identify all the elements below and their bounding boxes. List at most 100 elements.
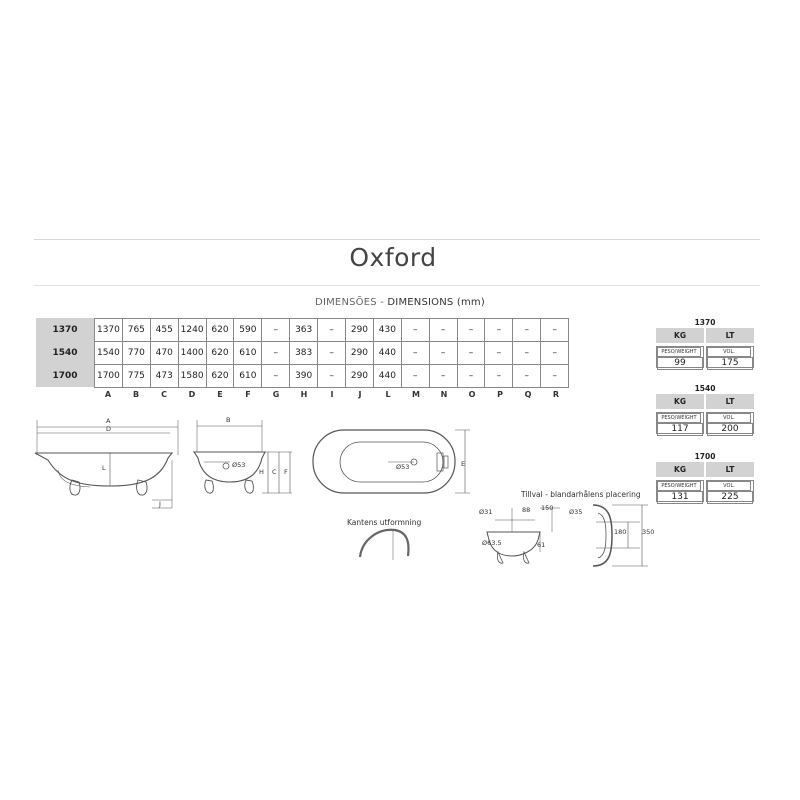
size-label: 1700: [52, 371, 78, 381]
kg-header: KG: [656, 462, 704, 477]
column-letter: R: [552, 390, 560, 399]
column-letter: B: [132, 390, 140, 399]
dimension-cell: 1400: [177, 341, 207, 365]
top-view-drawing: [312, 429, 470, 494]
dimension-cell: 620: [205, 341, 235, 365]
weight-value: 99: [657, 357, 703, 370]
dimension-cell: 470: [149, 341, 179, 365]
column-letter: G: [272, 390, 280, 399]
dimension-cell: 1240: [177, 318, 207, 342]
dimensions-separator: -: [376, 297, 388, 308]
column-letter: P: [497, 390, 503, 399]
column-letter: Q: [524, 390, 532, 399]
dimension-cell: 473: [149, 364, 179, 388]
dimension-cell: 363: [289, 318, 319, 342]
dimension-cell: –: [428, 318, 458, 342]
dimension-cell: 1580: [177, 364, 207, 388]
product-title: Oxford: [349, 243, 437, 272]
dimension-cell: –: [400, 341, 430, 365]
lt-header: LT: [706, 394, 754, 409]
volume-cell: VOL.175: [706, 346, 754, 370]
dim-l-label: L: [102, 464, 106, 472]
weight-value: 117: [657, 423, 703, 436]
dim-d35-label: Ø35: [569, 508, 582, 516]
dim-f-label: F: [284, 468, 288, 476]
volume-value: 225: [707, 491, 753, 504]
dimension-cell: –: [261, 341, 291, 365]
dimension-cell: –: [540, 341, 570, 365]
dimension-cell: 290: [345, 318, 374, 342]
drain-label-end: Ø53: [232, 461, 245, 469]
top-divider: [34, 239, 760, 240]
kg-header: KG: [656, 394, 704, 409]
column-letter: F: [245, 390, 251, 399]
weight-caption: PESO/WEIGHT: [657, 413, 701, 423]
edge-profile-drawing: [358, 528, 410, 560]
dimension-cell: –: [317, 318, 347, 342]
dimension-cell: –: [512, 318, 542, 342]
edge-profile-title: Kantens utformning: [347, 518, 422, 527]
dimension-cell: 455: [149, 318, 179, 342]
dim-c-label: C: [272, 468, 277, 476]
volume-caption: VOL.: [707, 347, 751, 357]
column-letter: C: [161, 390, 167, 399]
dimension-cell: 1700: [94, 364, 123, 388]
dimension-cell: 610: [233, 341, 263, 365]
column-letter: D: [188, 390, 196, 399]
weight-box-size: 1370: [694, 318, 716, 327]
dimension-cell: 765: [121, 318, 151, 342]
dim-b-label: B: [226, 416, 230, 424]
dimension-cell: –: [400, 318, 430, 342]
dimension-cell: 440: [372, 341, 402, 365]
volume-caption: VOL.: [707, 413, 751, 423]
dim-j-label: J: [158, 500, 161, 508]
dim-350-label: 350: [642, 528, 654, 536]
dimension-cell: –: [540, 364, 570, 388]
option-top-drawing: [592, 504, 648, 567]
column-letter: N: [440, 390, 448, 399]
dim-150-label: 150: [541, 504, 553, 512]
dimension-cell: –: [400, 364, 430, 388]
dimension-cell: –: [456, 318, 486, 342]
dim-d31-label: Ø31: [479, 508, 492, 516]
dimensions-label-pt: DIMENSÕES: [315, 297, 377, 308]
column-letter: M: [412, 390, 420, 399]
volume-cell: VOL.200: [706, 412, 754, 436]
dimension-cell: –: [484, 364, 514, 388]
side-view-drawing: [34, 420, 179, 509]
dimension-cell: 1370: [94, 318, 123, 342]
dimension-cell: 620: [205, 364, 235, 388]
column-letter: E: [217, 390, 223, 399]
size-column: 1370 1540 1700: [36, 318, 94, 387]
dimension-cell: 620: [205, 318, 235, 342]
volume-caption: VOL.: [707, 481, 751, 491]
dimension-cell: –: [456, 364, 486, 388]
dimension-cell: 610: [233, 364, 263, 388]
size-label: 1540: [52, 348, 78, 358]
drain-label-top: Ø53: [396, 463, 409, 471]
dim-88-label: 88: [522, 506, 530, 514]
column-letter: I: [330, 390, 334, 399]
weight-value: 131: [657, 491, 703, 504]
option-end-drawing: [486, 507, 560, 564]
dimension-cell: –: [540, 318, 570, 342]
dimension-cell: –: [317, 341, 347, 365]
weight-caption: PESO/WEIGHT: [657, 481, 701, 491]
dimension-cell: –: [484, 318, 514, 342]
dimension-cell: 590: [233, 318, 263, 342]
dimension-cell: 390: [289, 364, 319, 388]
weight-box-size: 1540: [694, 384, 716, 393]
dimension-cell: 430: [372, 318, 402, 342]
dim-e-label: E: [461, 460, 465, 468]
column-letter: A: [104, 390, 112, 399]
dimension-cell: –: [512, 364, 542, 388]
dimension-cell: 290: [345, 364, 374, 388]
volume-value: 200: [707, 423, 753, 436]
dimension-cell: 770: [121, 341, 151, 365]
dimension-cell: 775: [121, 364, 151, 388]
